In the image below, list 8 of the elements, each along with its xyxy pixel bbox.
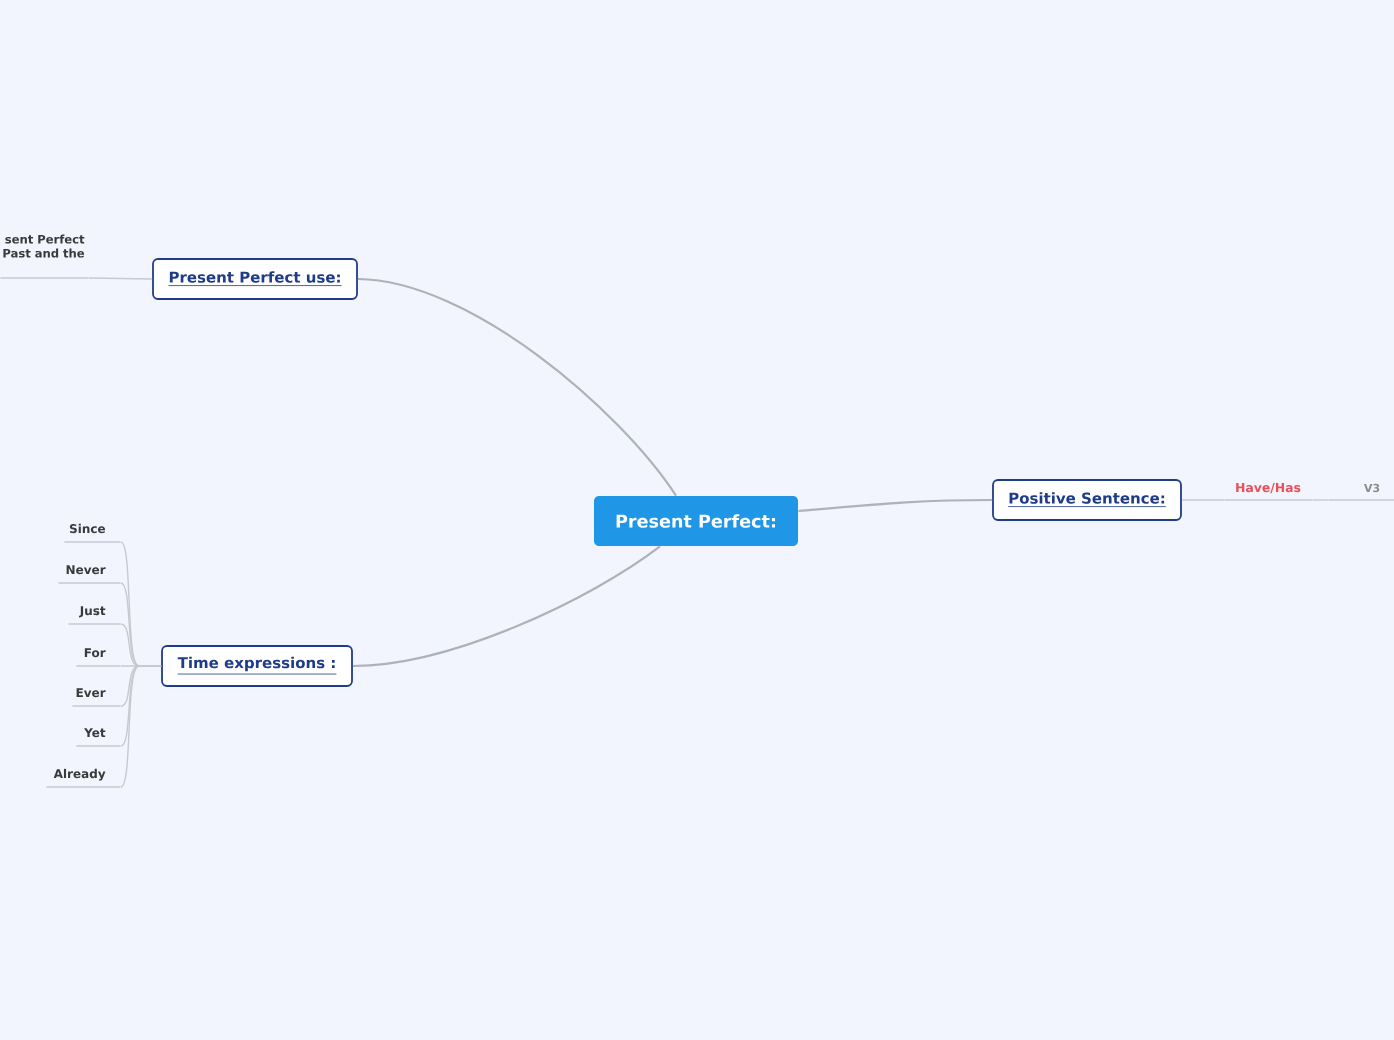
- connector: [1312, 499, 1329, 501]
- connector: [88, 277, 153, 280]
- connector: [352, 545, 661, 668]
- connector: [120, 665, 162, 788]
- connector: [357, 277, 677, 497]
- connector: [798, 498, 993, 513]
- connector: [1181, 499, 1225, 501]
- central-topic: Present Perfect:: [594, 496, 798, 546]
